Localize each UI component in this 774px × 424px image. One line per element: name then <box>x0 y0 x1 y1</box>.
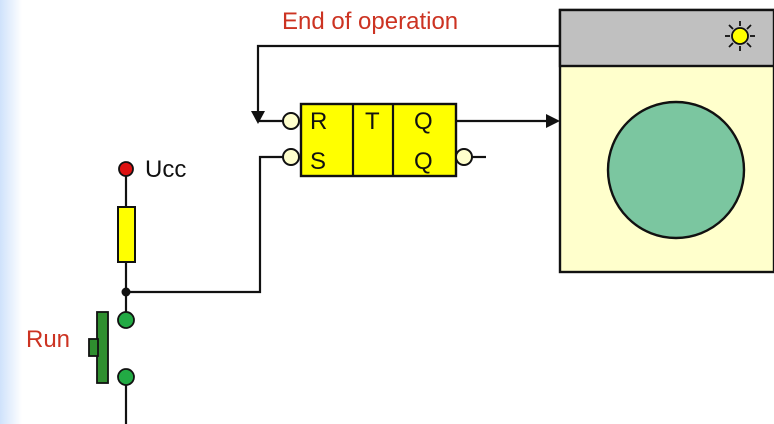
washing-machine <box>558 8 774 274</box>
button-terminal-bottom <box>117 368 135 386</box>
qbar-output-bubble <box>455 148 473 166</box>
flipflop-q-label: Q <box>414 108 433 135</box>
flipflop-qbar-label: Q <box>414 148 433 175</box>
feedback-arrowhead <box>251 111 265 124</box>
run-label: Run <box>26 326 70 353</box>
washer-door-window <box>606 100 746 240</box>
flipflop-body <box>299 102 458 178</box>
supply-terminal <box>118 161 134 177</box>
q-output-wire <box>456 114 560 128</box>
button-terminal-top <box>117 311 135 329</box>
end-of-operation-label: End of operation <box>282 8 458 35</box>
rs-flipflop: R S T Q Q <box>282 102 473 178</box>
r-input-bubble <box>282 112 300 130</box>
q-output-arrowhead <box>546 114 560 128</box>
pullup-resistor <box>117 206 136 263</box>
flipflop-r-label: R <box>310 108 327 135</box>
sun-icon <box>725 21 755 51</box>
background-left-glow <box>0 0 22 424</box>
feedback-wire <box>251 44 560 124</box>
supply-chain <box>117 161 136 312</box>
run-pushbutton <box>88 311 135 424</box>
flipflop-t-label: T <box>365 108 380 135</box>
ucc-label: Ucc <box>145 156 186 183</box>
button-knob <box>88 338 99 357</box>
flipflop-s-label: S <box>310 148 326 175</box>
s-input-bubble <box>282 148 300 166</box>
s-input-wire <box>126 155 283 294</box>
junction-node <box>121 287 131 297</box>
